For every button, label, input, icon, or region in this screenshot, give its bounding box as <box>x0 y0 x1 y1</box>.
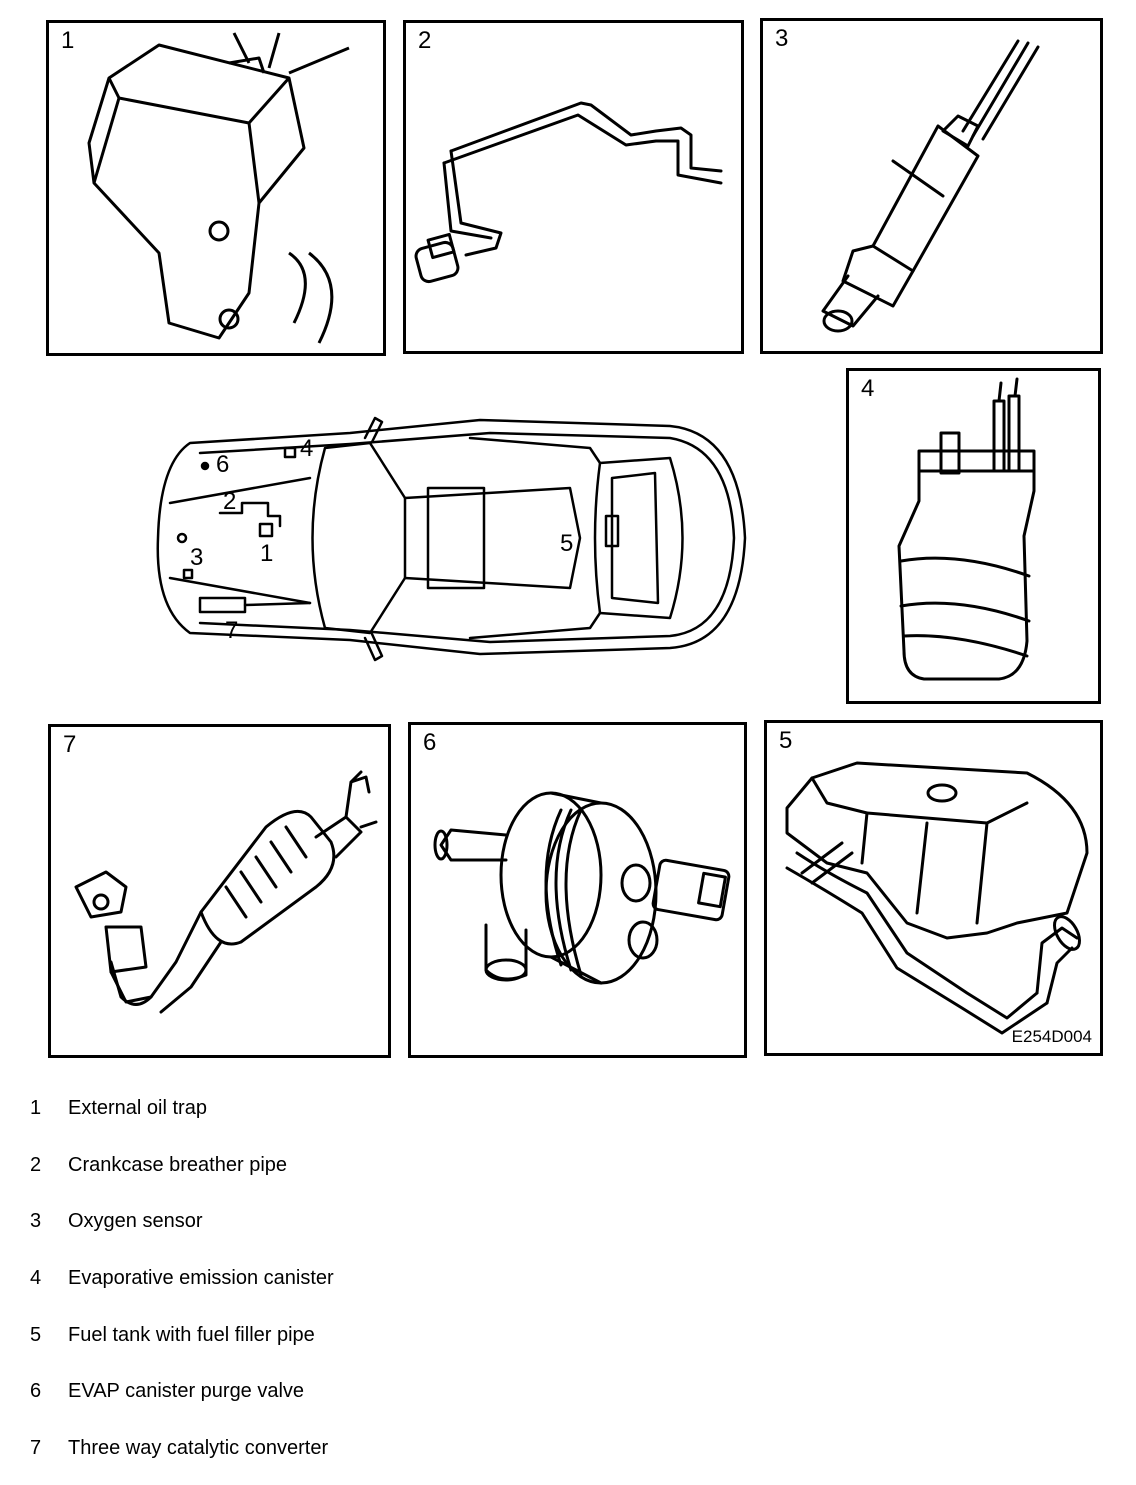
legend: 1 External oil trap 2 Crankcase breather… <box>30 1088 630 1485</box>
car-label-5: 5 <box>560 530 573 557</box>
figure-code: E254D004 <box>1011 1027 1092 1046</box>
legend-number: 2 <box>30 1153 42 1176</box>
panel-oxygen-sensor: 3 <box>760 18 1103 354</box>
oil-trap-drawing <box>87 32 350 344</box>
panel-evap-purge-valve: 6 <box>408 722 747 1058</box>
legend-number: 4 <box>30 1267 42 1290</box>
legend-item: 2 Crankcase breather pipe <box>30 1145 630 1202</box>
legend-item: 6 EVAP canister purge valve <box>30 1371 630 1428</box>
catalytic-converter-drawing <box>74 770 378 1014</box>
legend-text: Evaporative emission canister <box>68 1267 334 1290</box>
panel-external-oil-trap: 1 <box>46 20 386 356</box>
panel-number: 7 <box>63 731 77 758</box>
legend-text: Fuel tank with fuel filler pipe <box>68 1323 315 1346</box>
legend-number: 6 <box>30 1380 42 1403</box>
car-label-1: 1 <box>260 540 273 567</box>
legend-number: 3 <box>30 1210 42 1233</box>
car-label-2: 2 <box>223 488 236 515</box>
fuel-tank-drawing <box>785 761 1089 1035</box>
car-label-4: 4 <box>300 435 313 462</box>
legend-text: Crankcase breather pipe <box>68 1153 288 1176</box>
legend-item: 3 Oxygen sensor <box>30 1201 630 1258</box>
legend-text: EVAP canister purge valve <box>68 1380 305 1403</box>
panel-number: 3 <box>775 25 789 52</box>
legend-item: 5 Fuel tank with fuel filler pipe <box>30 1315 630 1372</box>
breather-pipe-drawing <box>414 101 723 284</box>
purge-valve-drawing <box>433 791 731 985</box>
legend-item: 7 Three way catalytic converter <box>30 1428 630 1485</box>
panel-number: 5 <box>779 727 793 754</box>
car-top-view: 1 2 3 4 5 6 7 <box>156 416 747 662</box>
legend-text: External oil trap <box>68 1097 207 1119</box>
panel-catalytic-converter: 7 <box>48 724 391 1058</box>
legend-text: Oxygen sensor <box>68 1210 203 1233</box>
legend-text: Three way catalytic converter <box>68 1437 329 1460</box>
panel-number: 2 <box>418 27 432 54</box>
car-location-diagram: 1 2 3 4 5 6 7 <box>150 408 760 668</box>
car-label-3: 3 <box>190 544 203 571</box>
legend-item: 4 Evaporative emission canister <box>30 1258 630 1315</box>
oxygen-sensor-drawing <box>821 39 1040 333</box>
car-label-7: 7 <box>225 617 238 644</box>
panel-number: 1 <box>61 27 75 54</box>
legend-number: 1 <box>30 1097 42 1119</box>
panel-crankcase-breather-pipe: 2 <box>403 20 744 354</box>
evap-canister-drawing <box>897 377 1036 681</box>
panel-number: 6 <box>423 729 437 756</box>
panel-number: 4 <box>861 375 875 402</box>
legend-number: 7 <box>30 1437 42 1460</box>
panel-evap-emission-canister: 4 <box>846 368 1101 704</box>
legend-item: 1 External oil trap <box>30 1088 630 1145</box>
panel-fuel-tank: 5 E254D004 <box>764 720 1103 1056</box>
car-label-6: 6 <box>216 451 229 478</box>
legend-number: 5 <box>30 1323 42 1346</box>
